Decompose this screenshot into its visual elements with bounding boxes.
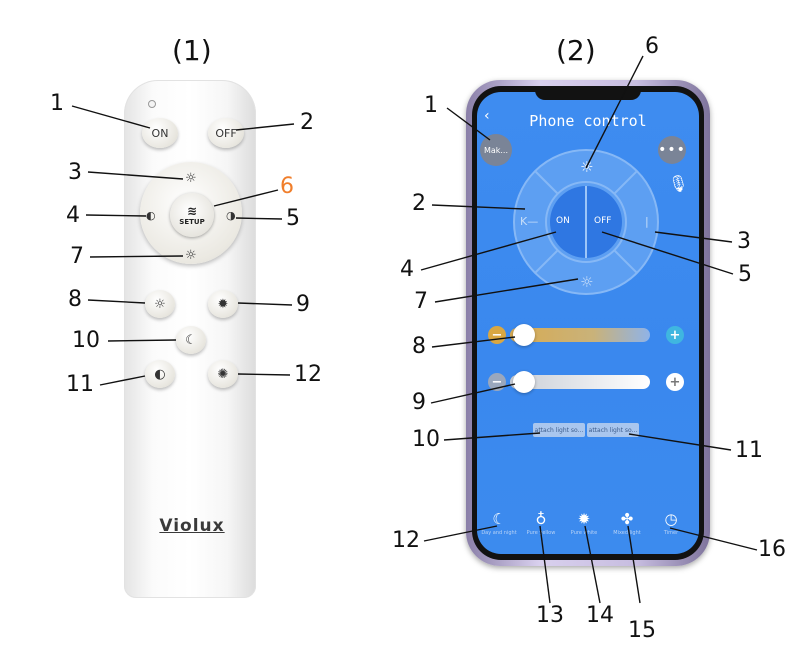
tab-mixed-light[interactable]: ✤ Mixed light	[606, 510, 648, 537]
phone-notch	[535, 86, 641, 100]
remote-callout-6: 6	[280, 174, 294, 199]
phone-callout-6: 6	[645, 34, 659, 59]
tab-label: Pure white	[570, 530, 598, 536]
phone-callout-5: 5	[738, 262, 752, 287]
tab-pure-white[interactable]: ✹ Pure white	[563, 510, 605, 537]
phone-callout-2: 2	[412, 191, 426, 216]
remote-on-button[interactable]: ON	[142, 118, 178, 148]
phone-callout-12: 12	[392, 528, 420, 553]
dial-cool-arrow-icon[interactable]: |	[645, 215, 649, 228]
remote-mixed-light-button[interactable]: ◐	[145, 360, 175, 388]
day-night-icon: ☾	[492, 510, 506, 528]
phone-callout-10: 10	[412, 427, 440, 452]
remote-setup-button[interactable]: ≋ SETUP	[170, 193, 214, 237]
phone-callout-3: 3	[737, 229, 751, 254]
microphone-icon[interactable]: 🎙	[668, 174, 689, 193]
back-arrow-icon[interactable]: ‹	[484, 108, 490, 124]
mak-device-button[interactable]: Mak...	[480, 134, 512, 166]
mixed-light-icon: ✤	[620, 510, 634, 528]
sun-filled-icon: ✹	[217, 296, 229, 312]
remote-warm-light-button[interactable]: ☼	[145, 290, 175, 318]
phone-callout-13: 13	[536, 603, 564, 628]
color-temp-cool-icon[interactable]: ◑	[226, 209, 236, 222]
remote-callout-2: 2	[300, 110, 314, 135]
phone-callout-16: 16	[758, 537, 786, 562]
phone-panel-title: (2)	[556, 34, 596, 67]
light-bulb-icon: ✺	[217, 366, 229, 382]
warmth-plus-button[interactable]: +	[666, 326, 684, 344]
remote-off-button[interactable]: OFF	[208, 118, 244, 148]
brightness-plus-button[interactable]: +	[666, 373, 684, 391]
brightness-slider-track[interactable]	[510, 375, 650, 389]
phone-callout-8: 8	[412, 334, 426, 359]
remote-callout-11: 11	[66, 372, 94, 397]
remote-callout-1: 1	[50, 91, 64, 116]
moon-icon: ☾	[185, 332, 197, 348]
remote-led-indicator	[148, 100, 156, 108]
remote-callout-9: 9	[296, 292, 310, 317]
tab-label: Day and night	[481, 530, 517, 536]
remote-callout-5: 5	[286, 206, 300, 231]
remote-callout-10: 10	[72, 328, 100, 353]
remote-lamp-button[interactable]: ✺	[208, 360, 238, 388]
attach-light-button-left[interactable]: attach light so...	[533, 423, 585, 437]
remote-on-label: ON	[151, 126, 169, 140]
remote-callout-3: 3	[68, 160, 82, 185]
clock-icon: ◷	[664, 510, 678, 528]
remote-callout-12: 12	[294, 362, 322, 387]
bulb-filled-icon: ✹	[577, 510, 591, 528]
attach-light-button-right[interactable]: attach light so...	[587, 423, 639, 437]
remote-setup-label: SETUP	[179, 218, 205, 226]
phone-callout-15: 15	[628, 618, 656, 643]
phone-callout-1: 1	[424, 93, 438, 118]
mak-device-label: Mak...	[483, 145, 509, 155]
phone-callout-11: 11	[735, 438, 763, 463]
phone-on-button[interactable]: ON	[556, 216, 570, 226]
remote-callout-8: 8	[68, 287, 82, 312]
tab-label: Timer	[663, 530, 679, 536]
warmth-slider-track[interactable]	[510, 328, 650, 342]
wifi-icon: ≋	[186, 204, 198, 218]
phone-callout-7: 7	[414, 289, 428, 314]
remote-panel-title: (1)	[172, 34, 212, 67]
phone-callout-4: 4	[400, 257, 414, 282]
color-temp-warm-icon[interactable]: ◐	[146, 209, 156, 222]
remote-brand-logo: Violux	[159, 516, 225, 536]
remote-callout-7: 7	[70, 244, 84, 269]
warmth-slider-knob[interactable]	[513, 324, 535, 346]
remote-bright-light-button[interactable]: ✹	[208, 290, 238, 318]
phone-callout-14: 14	[586, 603, 614, 628]
brightness-slider-knob[interactable]	[513, 371, 535, 393]
sun-outline-icon: ☼	[154, 296, 166, 312]
brightness-up-icon[interactable]: ☼	[185, 171, 197, 186]
bulb-outline-icon: ♁	[535, 510, 547, 528]
remote-night-mode-button[interactable]: ☾	[176, 326, 206, 354]
phone-off-button[interactable]: OFF	[594, 216, 612, 226]
tab-timer[interactable]: ◷ Timer	[650, 510, 692, 537]
half-circle-icon: ◐	[154, 366, 166, 382]
more-options-icon[interactable]: •••	[658, 136, 686, 164]
dial-warm-arrow-icon[interactable]: K—	[520, 215, 539, 228]
tab-day-and-night[interactable]: ☾ Day and night	[478, 510, 520, 537]
phone-app-title: Phone control	[529, 112, 647, 130]
phone-control-dial[interactable]	[512, 148, 660, 296]
dial-brightness-down-icon[interactable]: ☼	[580, 273, 594, 291]
brightness-down-icon[interactable]: ☼	[185, 248, 197, 263]
tab-label: Mixed light	[613, 530, 641, 536]
remote-callout-4: 4	[66, 203, 80, 228]
phone-callout-9: 9	[412, 390, 426, 415]
remote-off-label: OFF	[215, 126, 237, 140]
